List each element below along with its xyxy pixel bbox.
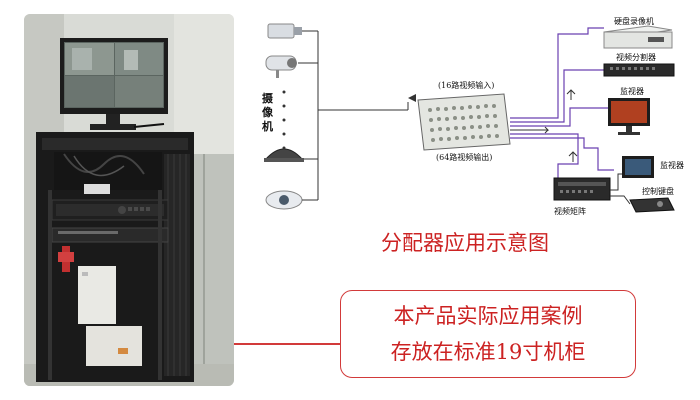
diagram-caption: 分配器应用示意图: [381, 231, 549, 255]
monitor-icon: [608, 98, 650, 135]
keyboard-label: 控制键盘: [642, 186, 674, 196]
info-line-1: 本产品实际应用案例: [393, 304, 583, 328]
video-distributor-device: [417, 93, 511, 151]
rack-photo: [24, 14, 234, 386]
video-splitter-icon: [603, 63, 675, 77]
dvr-icon: [603, 25, 673, 49]
dome-camera-icon: [264, 148, 304, 162]
splitter-label: 视频分割器: [616, 52, 656, 62]
output-label: (64路视频输出): [436, 152, 492, 162]
input-label: (16路视频输入): [438, 80, 494, 90]
rack-cabinet: [36, 132, 194, 382]
matrix-label: 视频矩阵: [554, 206, 586, 216]
monitor2-label: 监视器: [660, 160, 684, 170]
dome-camera-white-icon: [265, 190, 303, 210]
info-line-2: 存放在标准19寸机柜: [390, 340, 586, 364]
svg-text:摄像机: 摄像机: [262, 91, 274, 133]
ellipsis-dots: [282, 90, 286, 150]
monitor-in-photo: [60, 38, 168, 130]
splitter-diagram: 摄像机 (16路视频输入) (64路视频输出): [248, 14, 688, 220]
bullet-camera-icon: [265, 55, 297, 78]
monitor2-icon: [622, 156, 654, 178]
camera-label: 摄像机: [262, 91, 274, 133]
dvr-label: 硬盘录像机: [614, 16, 654, 26]
output-wires: [510, 27, 614, 178]
monitor-label: 监视器: [620, 86, 644, 96]
connector-line: [234, 343, 340, 345]
output-arrow-icon: [538, 126, 550, 134]
video-matrix-icon: [553, 177, 611, 201]
info-box: 本产品实际应用案例 存放在标准19寸机柜: [340, 290, 636, 378]
input-arrow-icon: [408, 94, 416, 102]
camera-box-icon: [267, 23, 302, 39]
control-keyboard-icon: [629, 197, 675, 213]
